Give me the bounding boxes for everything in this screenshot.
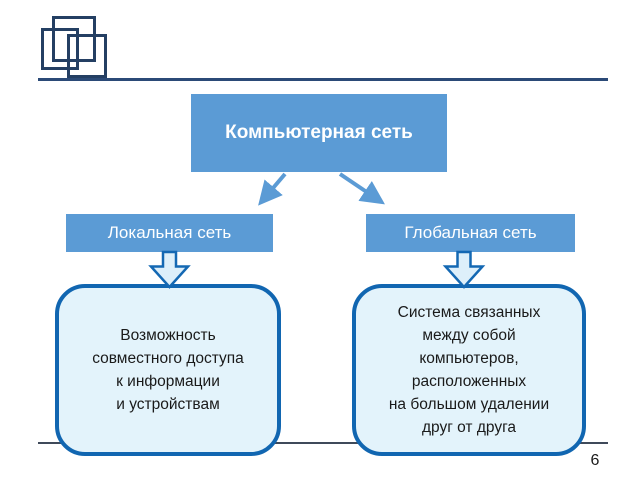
- arrow-to-global-icon: [338, 172, 385, 205]
- callout-local-description: Возможность совместного доступа к информ…: [55, 284, 281, 456]
- node-global-network-label: Глобальная сеть: [404, 223, 537, 242]
- node-global-network: Глобальная сеть: [366, 214, 575, 252]
- node-computer-network: Компьютерная сеть: [191, 94, 447, 172]
- callout-global-description: Система связанных между собой компьютеро…: [352, 284, 586, 456]
- logo-square-back: [52, 16, 96, 62]
- callout-global-text: Система связанных между собой компьютеро…: [388, 304, 550, 436]
- node-computer-network-label: Компьютерная сеть: [225, 122, 413, 143]
- block-arrow-local-icon: [148, 250, 191, 289]
- block-arrow-global-icon: [442, 250, 486, 289]
- arrow-to-local-icon: [258, 172, 287, 206]
- logo-squares-icon: [0, 0, 120, 90]
- callout-local-text: Возможность совместного доступа к информ…: [92, 327, 244, 413]
- logo-square-left: [41, 28, 79, 70]
- node-local-network-label: Локальная сеть: [107, 223, 232, 242]
- page-number: 6: [590, 452, 600, 469]
- node-local-network: Локальная сеть: [66, 214, 273, 252]
- logo-square-front: [67, 34, 107, 78]
- top-divider: [38, 78, 608, 81]
- bottom-divider: [38, 442, 608, 444]
